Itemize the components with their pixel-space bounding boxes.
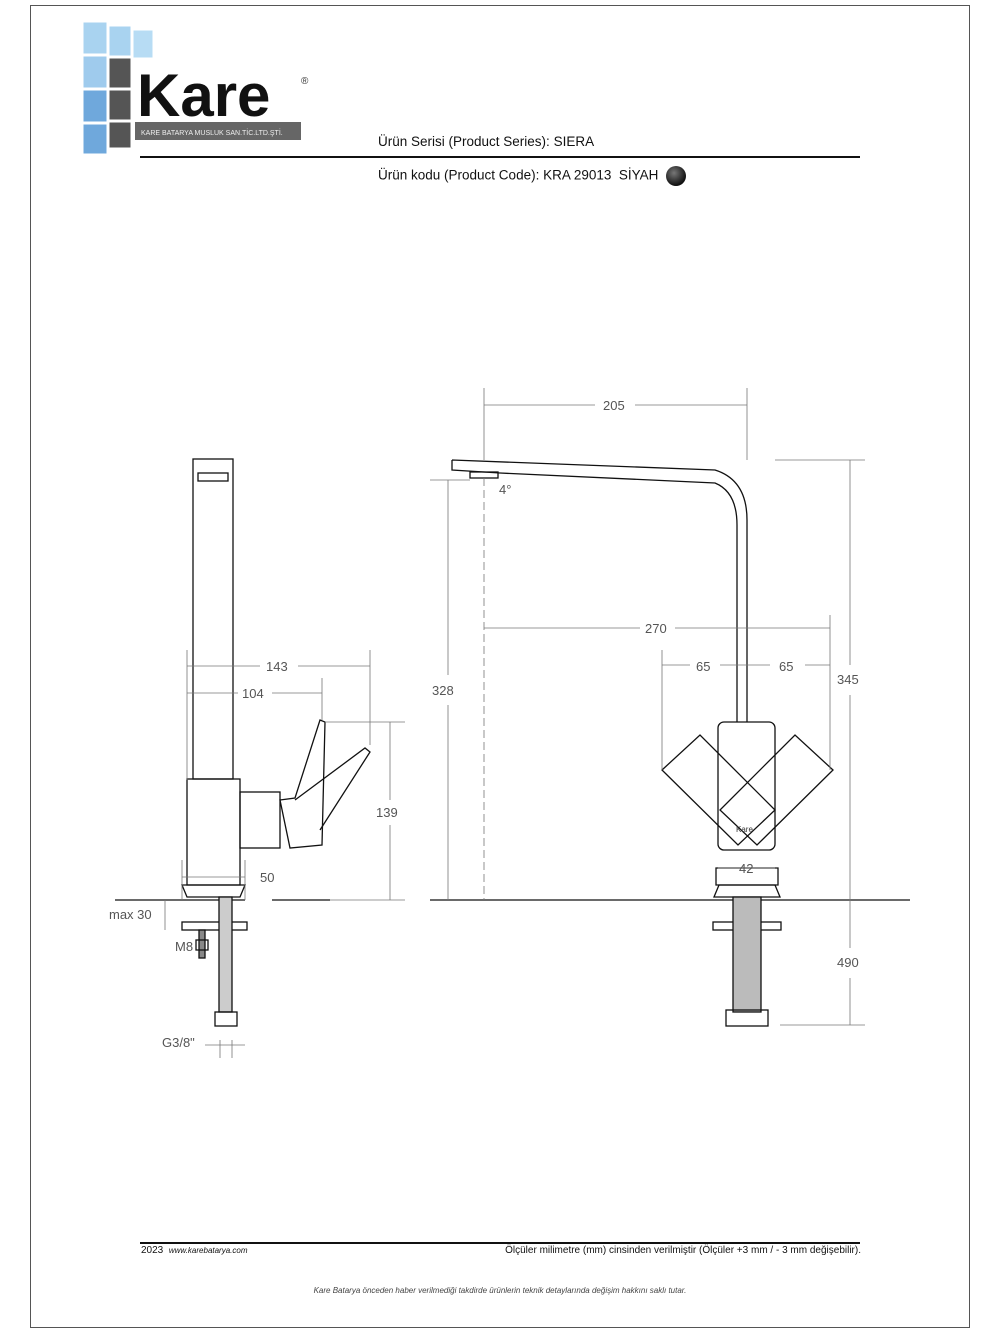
kare-logo: Kare ® KARE BATARYA MUSLUK SAN.TİC.LTD.Ş…	[83, 22, 309, 154]
page-border	[30, 5, 970, 1328]
dim-g38: G3/8"	[162, 1035, 195, 1050]
series-value: SIERA	[553, 134, 595, 149]
code-label: Ürün kodu (Product Code):	[378, 167, 540, 183]
dim-m8: M8	[175, 939, 193, 954]
front-view	[430, 459, 910, 1027]
dim-104: 104	[242, 686, 264, 701]
footer-website[interactable]: www.karebatarya.com	[168, 1246, 248, 1255]
dim-50: 50	[260, 870, 274, 885]
footer-year: 2023	[141, 1245, 164, 1256]
dim-345: 345	[837, 672, 859, 687]
dim-143: 143	[266, 659, 288, 674]
dim-65-left: 65	[696, 659, 710, 674]
dim-139: 139	[376, 805, 398, 820]
side-view	[115, 458, 371, 1027]
dim-angle: 4°	[499, 482, 511, 497]
dim-42: 42	[739, 861, 753, 876]
dim-65-right: 65	[779, 659, 793, 674]
disclaimer: Kare Batarya önceden haber verilmediği t…	[313, 1286, 687, 1295]
series-label: Ürün Serisi (Product Series):	[378, 134, 550, 149]
color-swatch-icon	[666, 166, 687, 186]
header-divider	[140, 156, 860, 158]
dim-490: 490	[837, 955, 859, 970]
dim-max30: max 30	[109, 907, 152, 922]
units-note: Ölçüler milimetre (mm) cinsinden verilmi…	[505, 1245, 861, 1256]
dim-328: 328	[432, 683, 454, 698]
product-series: Ürün Serisi (Product Series): SIERA	[378, 134, 594, 149]
logo-brand: Kare	[137, 62, 270, 129]
code-value: KRA 29013	[543, 167, 612, 183]
product-code: Ürün kodu (Product Code): KRA 29013 SİYA…	[378, 166, 687, 186]
footer-divider	[140, 1242, 860, 1244]
logo-tagline: KARE BATARYA MUSLUK SAN.TİC.LTD.ŞTİ.	[141, 128, 283, 137]
dim-270: 270	[645, 621, 667, 636]
color-name: SİYAH	[618, 167, 659, 183]
body-engraving: Kare	[736, 825, 753, 834]
dim-205: 205	[603, 398, 625, 413]
dimension-lines	[164, 388, 865, 1058]
registered-mark: ®	[301, 76, 309, 87]
